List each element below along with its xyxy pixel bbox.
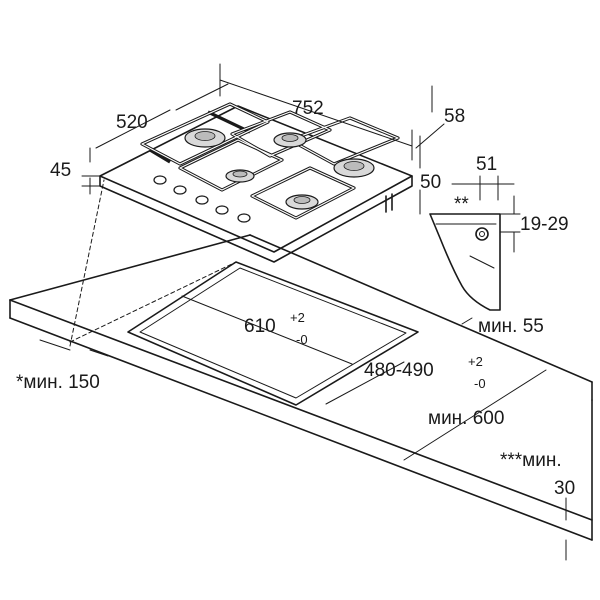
label-detail-offset: 51: [476, 154, 497, 175]
burners: [184, 128, 375, 210]
label-detail-marker: **: [454, 194, 469, 215]
label-cutout-width-tol-minus: -0: [296, 332, 308, 347]
label-min-front: мин. 55: [478, 316, 544, 337]
label-min-side: *мин. 150: [16, 372, 100, 393]
label-min-wall-value: 30: [554, 478, 575, 499]
knob-1: [153, 175, 167, 185]
cutout-dimension-lines: [39, 295, 567, 561]
projection-lines: [69, 179, 237, 347]
gas-connector: [385, 193, 393, 213]
label-detail-thickness: 19-29: [520, 214, 569, 235]
label-cutout-depth-tol-plus: +2: [468, 354, 483, 369]
label-cutout-depth: 480-490: [364, 360, 434, 381]
label-cutout-depth-tol-minus: -0: [474, 376, 486, 391]
dimension-labels: 520 752 45 58 50 51 ** 19-29 610 +2 -0 м…: [16, 98, 575, 499]
knob-4: [215, 205, 229, 215]
knob-5: [237, 213, 251, 223]
cutout-opening: [127, 261, 419, 406]
label-side-offset: 50: [420, 172, 441, 193]
edge-profile-detail: [429, 175, 521, 311]
control-knobs: [153, 175, 251, 223]
label-min-depth: мин. 600: [428, 408, 504, 429]
worktop: [9, 234, 593, 541]
label-hob-height: 45: [50, 160, 71, 181]
knob-2: [173, 185, 187, 195]
gas-hob: [99, 102, 413, 263]
label-rear-offset: 58: [444, 106, 465, 127]
hob-dimension-lines: [81, 63, 445, 215]
label-hob-width: 752: [292, 98, 324, 119]
pan-support-grates: [140, 102, 400, 220]
label-cutout-width-tol-plus: +2: [290, 310, 305, 325]
label-hob-depth: 520: [116, 112, 148, 133]
knob-3: [195, 195, 209, 205]
label-min-wall: ***мин.: [500, 450, 562, 471]
label-cutout-width: 610: [244, 316, 276, 337]
